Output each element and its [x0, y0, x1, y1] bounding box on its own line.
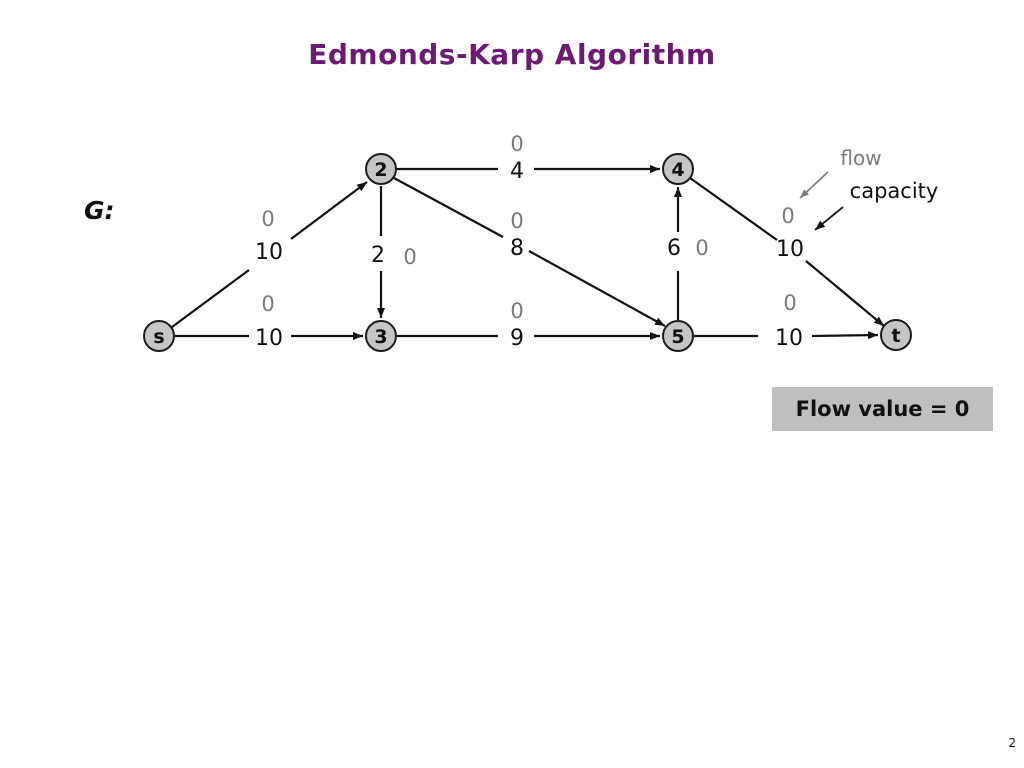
- edge-2-4-flow: 0: [510, 132, 523, 156]
- node-4-label: 4: [671, 159, 684, 181]
- edge-s-2: 0 10: [171, 181, 368, 328]
- edge-5-t: 0 10: [694, 291, 879, 351]
- edge-2-3-flow: 0: [403, 245, 416, 269]
- edge-s-3-capacity: 10: [255, 326, 283, 351]
- legend-capacity-label: capacity: [850, 179, 939, 203]
- node-3-label: 3: [374, 326, 387, 348]
- edge-2-5: 0 8: [393, 177, 666, 327]
- edge-3-5: 0 9: [397, 299, 660, 351]
- edge-2-3: 2 0: [371, 186, 417, 318]
- node-4: 4: [662, 153, 694, 185]
- node-s-label: s: [153, 326, 164, 348]
- node-5-circle: [662, 320, 694, 352]
- page-number: 2: [1008, 736, 1016, 750]
- edge-s-2-arrow: [290, 181, 368, 240]
- edge-5-t-capacity: 10: [775, 326, 803, 351]
- node-t-circle: [880, 319, 912, 351]
- edge-3-5-flow: 0: [510, 299, 523, 323]
- edge-4-t-line: [689, 177, 778, 241]
- node-5-label: 5: [671, 326, 684, 348]
- node-4-circle: [662, 153, 694, 185]
- edge-3-5-capacity: 9: [510, 326, 524, 351]
- graph-name-label: G:: [84, 196, 115, 225]
- flow-value-text: Flow value = 0: [795, 397, 970, 421]
- node-3-circle: [365, 320, 397, 352]
- edge-s-3-flow: 0: [261, 292, 274, 316]
- node-s: s: [143, 320, 175, 352]
- node-3: 3: [365, 320, 397, 352]
- legend-capacity-arrow-icon: [814, 206, 844, 231]
- edge-s-2-capacity: 10: [255, 240, 283, 265]
- edge-5-t-flow: 0: [783, 291, 796, 315]
- edge-s-3: 0 10: [175, 292, 363, 351]
- flow-value-box: Flow value = 0: [772, 387, 993, 431]
- node-t-label: t: [891, 325, 900, 347]
- edge-s-2-flow: 0: [261, 207, 274, 231]
- edge-5-4: 6 0: [667, 187, 709, 320]
- edge-4-t-capacity: 10: [776, 237, 804, 262]
- legend-flow-label: flow: [840, 146, 881, 170]
- node-t: t: [880, 319, 912, 351]
- edge-4-t-flow: 0: [781, 204, 794, 228]
- edge-5-4-capacity: 6: [667, 236, 681, 261]
- edge-2-5-flow: 0: [510, 209, 523, 233]
- node-2: 2: [365, 153, 397, 185]
- node-s-circle: [143, 320, 175, 352]
- node-5: 5: [662, 320, 694, 352]
- legend-flow-arrow-icon: [799, 171, 829, 199]
- edge-2-4: 0 4: [397, 132, 660, 184]
- edge-2-3-capacity: 2: [371, 243, 385, 268]
- node-2-label: 2: [374, 159, 387, 181]
- edge-5-4-flow: 0: [695, 236, 708, 260]
- legend: flow capacity: [799, 146, 939, 231]
- slide-title: Edmonds-Karp Algorithm: [308, 38, 716, 71]
- edge-4-t: 0 10: [689, 177, 885, 327]
- edge-5-t-arrow: [811, 331, 879, 340]
- node-2-circle: [365, 153, 397, 185]
- edge-2-5-line: [393, 177, 504, 238]
- edge-2-5-arrow: [528, 250, 666, 327]
- edge-2-5-capacity: 8: [510, 236, 524, 261]
- edge-s-2-line: [171, 269, 250, 328]
- edge-2-4-capacity: 4: [510, 159, 524, 184]
- edge-4-t-arrow: [805, 260, 885, 327]
